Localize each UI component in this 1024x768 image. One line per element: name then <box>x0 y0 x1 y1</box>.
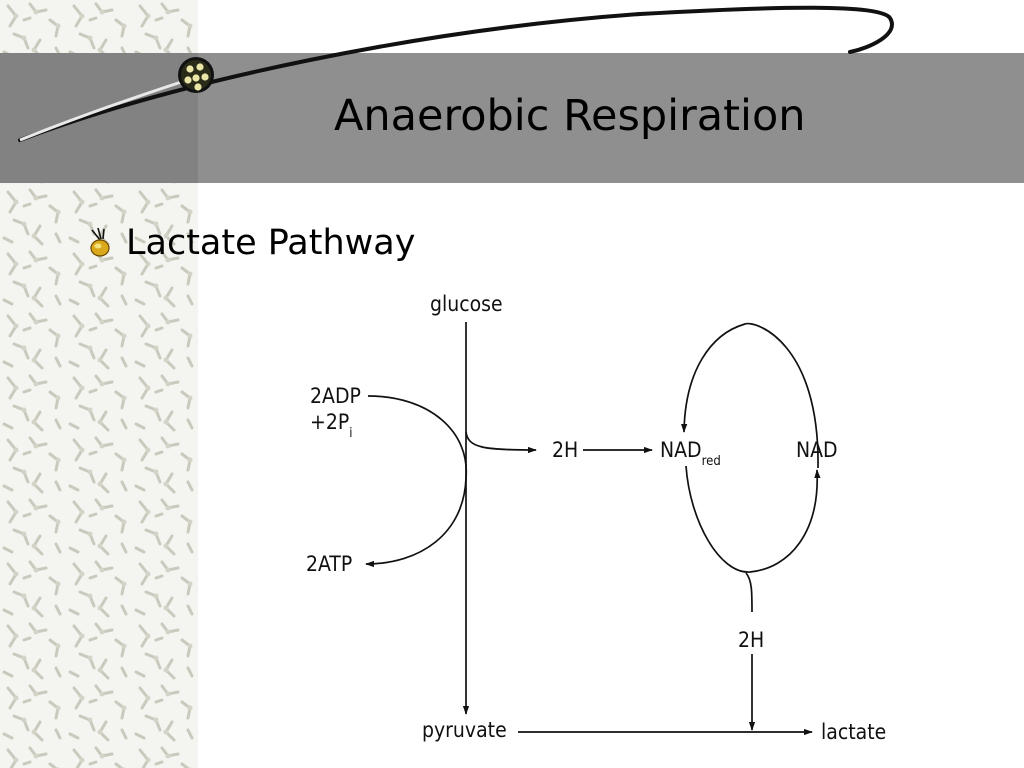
swoosh-decoration <box>18 5 894 142</box>
2h-bottom-label: 2H <box>738 628 765 652</box>
bullet-text: Lactate Pathway <box>126 223 416 263</box>
nad-to-nadred-loop <box>680 322 819 469</box>
lactate-label: lactate <box>821 720 887 744</box>
diagram-lines <box>365 322 821 736</box>
2h-top-label: 2H <box>552 438 579 462</box>
nadred-to-nad-loop <box>685 465 821 573</box>
glucose-label: glucose <box>430 292 503 316</box>
branch-to-2h-arrow <box>465 431 537 454</box>
loop-to-2h-line <box>745 572 753 613</box>
adp-label: 2ADP <box>310 384 361 408</box>
molecule-cluster-icon <box>178 57 214 93</box>
atp-label: 2ATP <box>306 552 353 576</box>
pyruvate-label: pyruvate <box>422 718 507 742</box>
nad-red-main-text: NAD <box>660 438 702 462</box>
nad-red-label: NADred <box>660 438 721 469</box>
nad-red-subscript: red <box>701 454 721 469</box>
slide-title: Anaerobic Respiration <box>334 91 806 141</box>
lactate-pathway-diagram: glucose 2ADP +2Pi 2ATP 2H NADred NAD 2H … <box>280 282 900 762</box>
pi-subscript: i <box>349 426 353 441</box>
adp-to-atp-arrow <box>365 395 468 568</box>
pi-label: +2Pi <box>310 410 353 441</box>
title-band-texture <box>0 53 198 183</box>
nad-label: NAD <box>796 438 838 462</box>
pi-main-text: +2P <box>310 410 350 434</box>
bee-bullet-icon <box>90 227 110 257</box>
